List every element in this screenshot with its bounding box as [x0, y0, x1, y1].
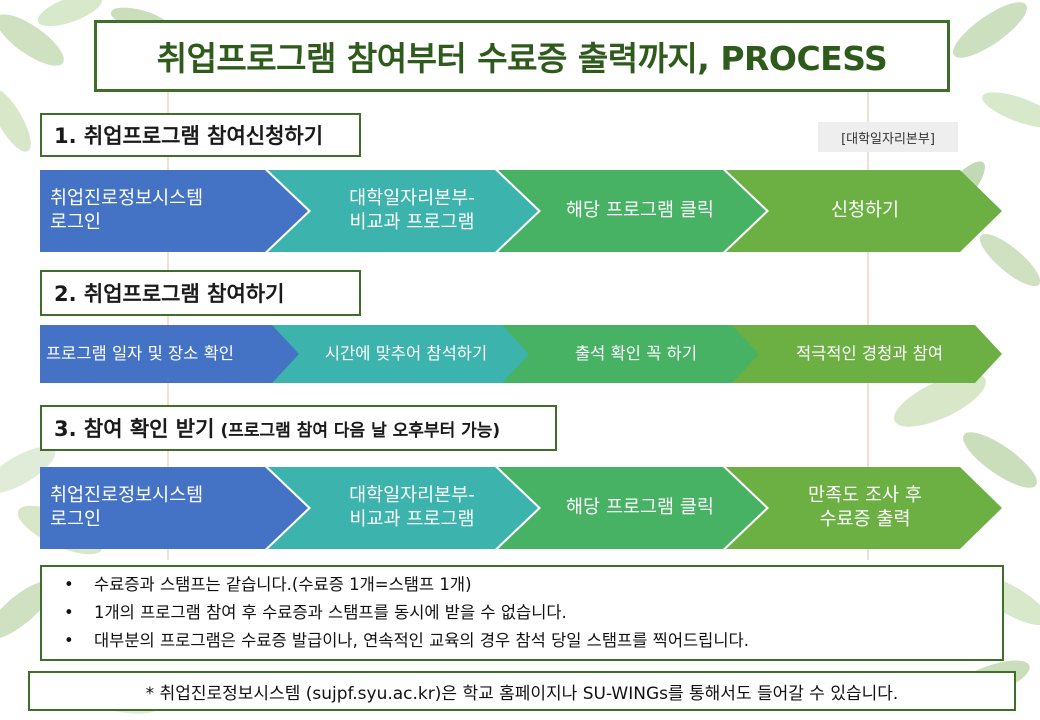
page-title: 취업프로그램 참여부터 수료증 출력까지, PROCESS	[94, 20, 950, 92]
flow-1-step-2: 대학일자리본부- 비교과 프로그램	[349, 187, 475, 233]
section-1-heading-text: 1. 취업프로그램 참여신청하기	[54, 124, 324, 148]
flow-2-step-3: 출석 확인 꼭 하기	[575, 344, 697, 364]
section-2-heading-text: 2. 취업프로그램 참여하기	[54, 282, 285, 306]
flow-3-step-4: 만족도 조사 후 수료증 출력	[808, 484, 922, 530]
flow-1-step-1: 취업진로정보시스템 로그인	[50, 187, 204, 233]
section-2-heading: 2. 취업프로그램 참여하기	[40, 270, 361, 316]
flow-2-step-1: 프로그램 일자 및 장소 확인	[46, 344, 234, 364]
flow-1-step-1-arrow	[40, 170, 308, 252]
note-item: 1개의 프로그램 참여 후 수료증과 스탬프를 동시에 받을 수 없습니다.	[52, 599, 1002, 627]
process-flow-2: 프로그램 일자 및 장소 확인 시간에 맞추어 참석하기 출석 확인 꼭 하기 …	[40, 325, 1002, 383]
flow-1-step-3: 해당 프로그램 클릭	[566, 199, 714, 221]
flow-3-step-1: 취업진로정보시스템 로그인	[50, 484, 204, 530]
notes-box: 수료증과 스탬프는 같습니다.(수료증 1개=스탬프 1개) 1개의 프로그램 …	[40, 565, 1004, 661]
section-1-heading: 1. 취업프로그램 참여신청하기	[40, 113, 361, 157]
process-flow-1: 취업진로정보시스템 로그인 대학일자리본부- 비교과 프로그램 해당 프로그램 …	[40, 170, 1002, 252]
flow-2-step-2: 시간에 맞추어 참석하기	[324, 344, 488, 364]
flow-1-step-4-arrow	[726, 170, 1002, 252]
flow-1-step-4: 신청하기	[830, 199, 900, 221]
flow-2-step-2-arrow	[272, 325, 532, 383]
footer-note: * 취업진로정보시스템 (sujpf.syu.ac.kr)은 학교 홈페이지나 …	[28, 671, 1016, 711]
flow-3-step-4-arrow	[726, 467, 1002, 549]
flow-3-step-2-arrow	[268, 467, 538, 549]
flow-2-step-3-arrow	[502, 325, 762, 383]
section-3-heading-text: 3. 참여 확인 받기	[54, 417, 215, 441]
flow-2-step-4-arrow	[732, 325, 1002, 383]
section-3-subheading: (프로그램 참여 다음 날 오후부터 가능)	[220, 420, 501, 441]
flow-1-step-2-arrow	[268, 170, 538, 252]
flow-2-step-1-arrow	[40, 325, 302, 383]
flow-2-step-4: 적극적인 경청과 참여	[795, 344, 944, 364]
section-3-heading: 3. 참여 확인 받기 (프로그램 참여 다음 날 오후부터 가능)	[40, 405, 557, 451]
process-flow-3: 취업진로정보시스템 로그인 대학일자리본부- 비교과 프로그램 해당 프로그램 …	[40, 467, 1002, 549]
department-tag: [대학일자리본부]	[818, 122, 958, 152]
flow-3-step-3: 해당 프로그램 클릭	[566, 496, 714, 518]
flow-1-step-3-arrow	[498, 170, 766, 252]
note-item: 대부분의 프로그램은 수료증 발급이나, 연속적인 교육의 경우 참석 당일 스…	[52, 627, 1002, 655]
flow-3-step-1-arrow	[40, 467, 308, 549]
flow-3-step-2: 대학일자리본부- 비교과 프로그램	[349, 484, 475, 530]
note-item: 수료증과 스탬프는 같습니다.(수료증 1개=스탬프 1개)	[52, 571, 1002, 599]
flow-3-step-3-arrow	[498, 467, 766, 549]
